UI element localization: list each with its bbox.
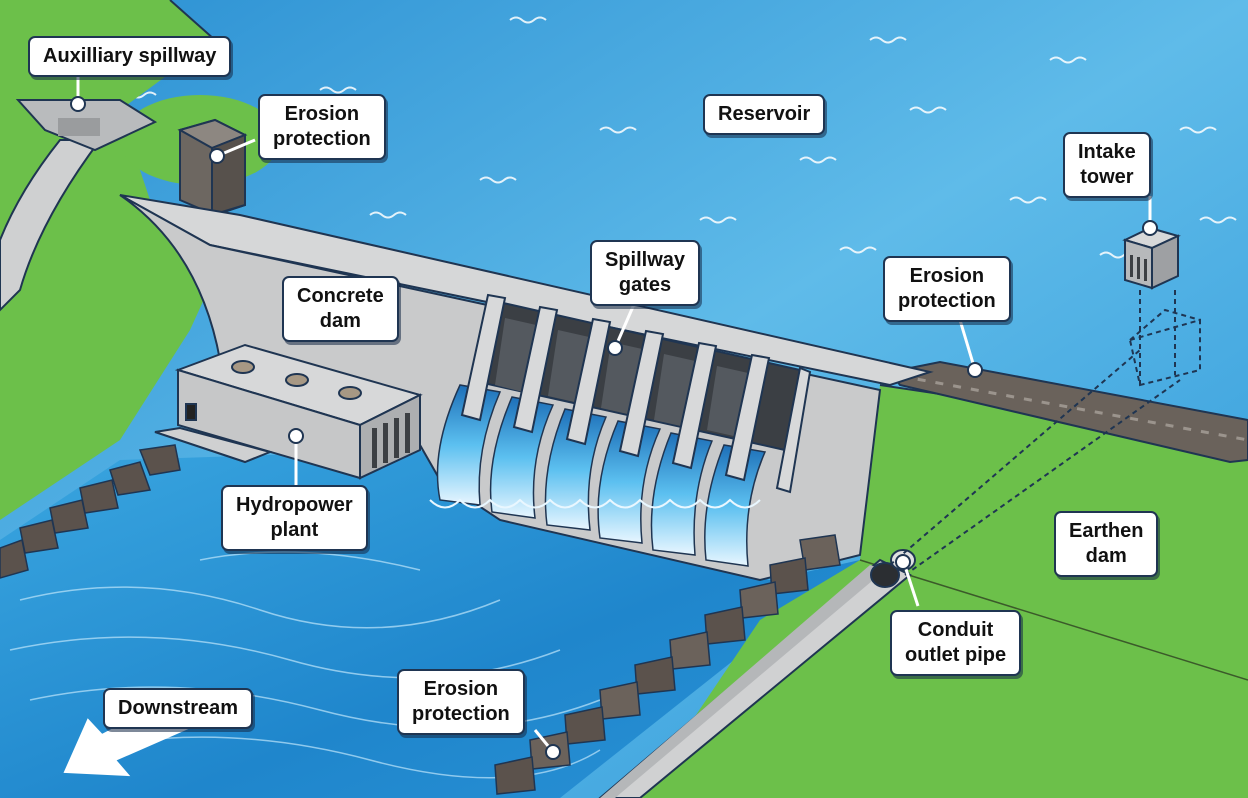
label-reservoir-line1: Reservoir (718, 103, 811, 125)
waterfalls (436, 384, 767, 567)
label-concrete-dam-line2: dam (319, 310, 361, 332)
dot-intake-tower (1142, 220, 1158, 236)
label-erosion-protection-bottom: Erosion protection (397, 669, 525, 735)
label-erosion-right-line2: protection (898, 290, 996, 312)
dot-erosion-top (209, 148, 225, 164)
conduit-dashed (889, 290, 1201, 576)
label-auxiliary-spillway: Auxilliary spillway (28, 36, 232, 77)
dot-spillway-gates (607, 340, 623, 356)
label-erosion-right-line1: Erosion (909, 265, 985, 287)
label-spillway-gates-line2: gates (618, 274, 672, 296)
label-hydropower-line1: Hydropower (236, 494, 353, 516)
plant-vents (372, 413, 410, 468)
label-earthen-dam-line2: dam (1085, 545, 1127, 567)
label-hydropower-line2: plant (270, 519, 319, 541)
label-auxiliary-spillway-line1: Auxilliary spillway (43, 45, 217, 67)
label-spillway-gates-line1: Spillway (605, 249, 686, 271)
label-conduit-outlet-pipe: Conduit outlet pipe (890, 610, 1022, 676)
intake-vents (1130, 255, 1147, 281)
label-erosion-top-line1: Erosion (284, 103, 360, 125)
label-conduit-line2: outlet pipe (905, 644, 1007, 666)
label-spillway-gates: Spillway gates (590, 240, 701, 306)
left-hill-outline (169, 0, 216, 41)
label-earthen-dam-line1: Earthen (1069, 520, 1144, 542)
label-erosion-bottom-line2: protection (412, 703, 510, 725)
dot-erosion-bottom (545, 744, 561, 760)
splash (429, 498, 761, 509)
spillway-piers (460, 293, 812, 494)
plant-deck (154, 426, 274, 464)
label-downstream: Downstream (103, 688, 254, 729)
dot-erosion-right (967, 362, 983, 378)
label-erosion-top-line2: protection (273, 128, 371, 150)
label-intake-tower-line1: Intake (1078, 141, 1136, 163)
earthen-dam-grass (640, 385, 1248, 798)
label-conduit-line1: Conduit (917, 619, 994, 641)
leader-dots (70, 96, 1158, 760)
gabion-blocks (177, 118, 248, 217)
conduit-pipe-end (870, 562, 900, 588)
label-reservoir: Reservoir (703, 94, 826, 135)
riprap-left (0, 444, 181, 579)
label-concrete-dam-line1: Concrete (297, 285, 384, 307)
dot-hydropower (288, 428, 304, 444)
label-erosion-bottom-line1: Erosion (423, 678, 499, 700)
reservoir-waves (119, 16, 1237, 259)
label-erosion-protection-top: Erosion protection (258, 94, 386, 160)
label-downstream-line1: Downstream (118, 697, 239, 719)
label-earthen-dam: Earthen dam (1054, 511, 1159, 577)
label-intake-tower: Intake tower (1063, 132, 1151, 198)
label-hydropower-plant: Hydropower plant (221, 485, 368, 551)
auxiliary-channel (0, 139, 102, 312)
label-concrete-dam: Concrete dam (282, 276, 399, 342)
label-intake-tower-line2: tower (1080, 166, 1134, 188)
label-erosion-protection-right: Erosion protection (883, 256, 1011, 322)
dot-conduit (895, 554, 911, 570)
dot-auxiliary-spillway (70, 96, 86, 112)
